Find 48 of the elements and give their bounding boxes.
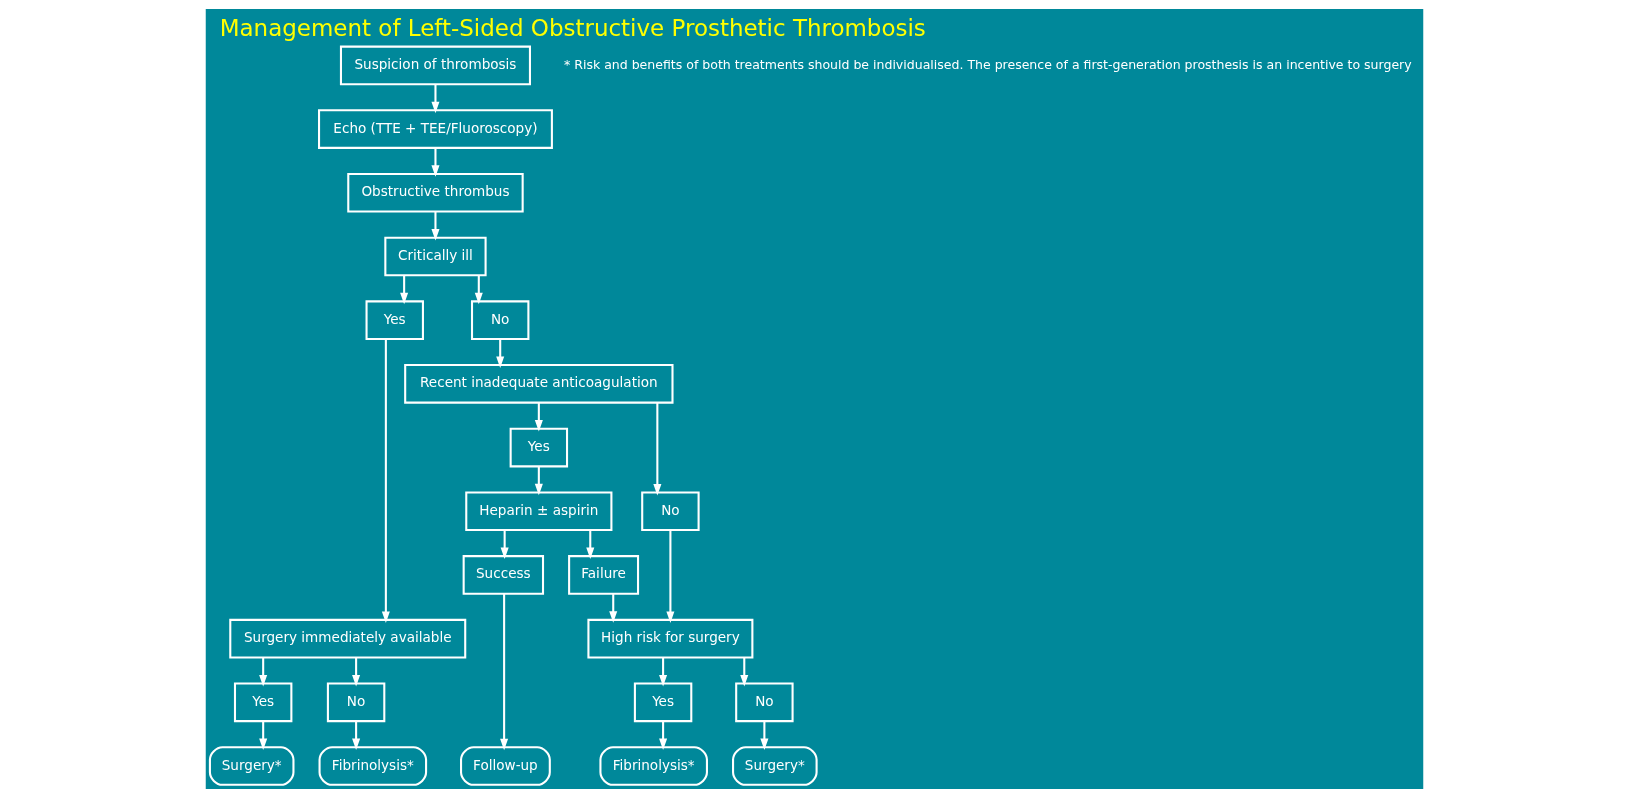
arrow — [258, 720, 267, 750]
node-box: Follow-up — [459, 745, 551, 786]
arrow — [652, 402, 661, 496]
arrow — [399, 275, 408, 304]
arrow — [351, 720, 360, 750]
arrow — [500, 529, 509, 559]
arrow — [430, 147, 439, 177]
node-box: Yes — [365, 299, 424, 340]
node-box: Obstructive thrombus — [346, 172, 524, 213]
arrow — [258, 657, 267, 686]
node-box: No — [470, 299, 529, 340]
arrow — [585, 529, 594, 559]
arrow — [351, 657, 360, 686]
node-box: No — [734, 682, 794, 722]
node-box: Failure — [567, 554, 639, 595]
node-box: Yes — [633, 682, 692, 722]
arrow — [474, 275, 483, 304]
node-box: Success — [462, 554, 544, 595]
node-box: No — [640, 490, 700, 531]
arrow — [495, 338, 504, 368]
arrow — [739, 657, 748, 686]
node-box: Fibrinolysis* — [318, 745, 427, 786]
node-box: Surgery immediately available — [228, 618, 466, 658]
node-box: Echo (TTE + TEE/Fluoroscopy) — [317, 108, 553, 149]
arrow — [759, 720, 768, 750]
diagram-title: Management of Left-Sided Obstructive Prosthetic Thrombosis — [219, 14, 926, 41]
node-box: Yes — [233, 682, 292, 722]
node-box: Fibrinolysis* — [598, 745, 708, 786]
arrow — [534, 466, 543, 495]
node-box: Yes — [509, 427, 568, 467]
arrow — [534, 402, 543, 432]
arrow — [665, 529, 674, 623]
node-box: Recent inadequate anticoagulation — [403, 363, 674, 404]
arrow — [430, 211, 439, 241]
node-box: Heparin ± aspirin — [464, 490, 612, 531]
node-box: Critically ill — [383, 236, 487, 276]
arrow — [430, 84, 439, 113]
arrow — [658, 657, 667, 686]
arrow — [658, 720, 667, 750]
arrow — [608, 593, 617, 623]
node-box: Surgery* — [208, 745, 294, 786]
arrow — [381, 338, 390, 623]
node-box: Suspicion of thrombosis — [339, 45, 531, 85]
label: * Risk and benefits of both treatments should be individualised. The presence of a first-generation prosthesis is an incentive to surgery — [563, 56, 1412, 72]
node-box: High risk for surgery — [586, 618, 753, 658]
node-box: No — [326, 682, 385, 722]
node-box: Surgery* — [731, 745, 818, 786]
arrow — [499, 593, 508, 750]
